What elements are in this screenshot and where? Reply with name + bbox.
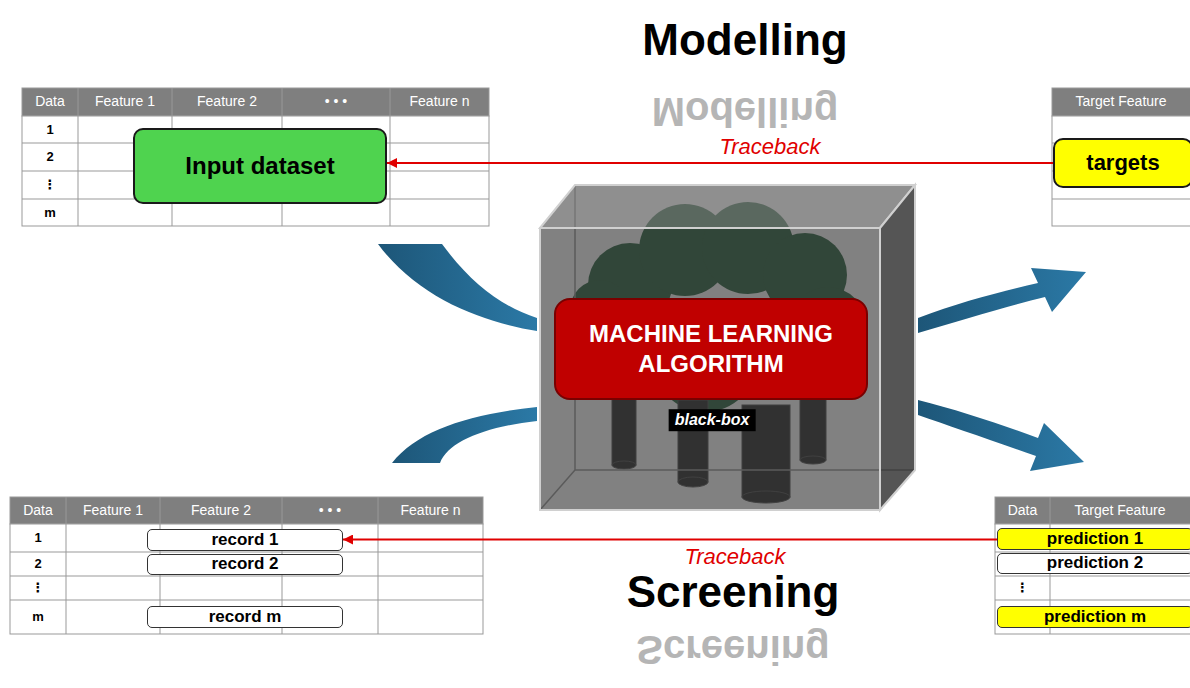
row-index: 1: [34, 531, 41, 545]
table-header: Feature 1: [83, 503, 143, 518]
input-dataset-box: Input dataset: [133, 128, 387, 204]
black-box-tag: black-box: [669, 409, 756, 431]
row-index: m: [32, 610, 44, 624]
row-index: m: [44, 205, 56, 219]
table-header: Feature 2: [197, 94, 257, 109]
prediction-box: prediction m: [997, 606, 1190, 628]
table-header: Feature n: [401, 503, 461, 518]
table-header: • • •: [319, 503, 341, 518]
section-title: Modelling: [642, 16, 847, 64]
table-header: Target Feature: [1074, 503, 1165, 518]
traceback-arrow: [343, 539, 997, 541]
title-reflection: Modelling: [652, 90, 839, 134]
record-box: record 1: [147, 529, 343, 551]
table-header: Feature 1: [95, 94, 155, 109]
traceback-arrow: [387, 162, 1053, 164]
input-table: [22, 88, 489, 226]
table-header: Data: [35, 94, 65, 109]
targets-box: targets: [1053, 138, 1190, 188]
node-text: prediction 2: [1047, 554, 1143, 573]
black-box-cube: [540, 185, 915, 510]
node-text: record 2: [211, 555, 278, 574]
table-header: Data: [23, 503, 53, 518]
title-reflection: Screening: [636, 628, 829, 672]
row-index: ⋮: [32, 581, 45, 595]
table-header: Feature n: [410, 94, 470, 109]
node-text: MACHINE LEARNING ALGORITHM: [566, 319, 856, 379]
records-table: [10, 497, 483, 634]
table-header: Data: [1008, 503, 1038, 518]
node-text: prediction m: [1044, 608, 1146, 627]
table-header: • • •: [325, 94, 347, 109]
row-index: ⋮: [44, 178, 57, 192]
node-text: Input dataset: [185, 152, 334, 180]
edge-label: Traceback: [715, 134, 824, 159]
prediction-box: prediction 1: [997, 528, 1190, 550]
table-header: Target Feature: [1075, 94, 1166, 109]
node-text: prediction 1: [1047, 530, 1143, 549]
prediction-box: prediction 2: [997, 553, 1190, 575]
algorithm-box: MACHINE LEARNING ALGORITHM: [554, 298, 868, 400]
row-index: 2: [34, 557, 41, 571]
section-title: Screening: [627, 568, 840, 616]
predictions-table: [995, 497, 1190, 634]
node-text: record 1: [211, 531, 278, 550]
record-box: record 2: [147, 554, 343, 576]
target-table: [1052, 88, 1190, 226]
record-box: record m: [147, 606, 343, 628]
node-text: record m: [209, 608, 282, 627]
row-index: 1: [46, 122, 53, 136]
row-index: 2: [46, 150, 53, 164]
row-index: ⋮: [1016, 581, 1029, 595]
table-header: Feature 2: [191, 503, 251, 518]
node-text: targets: [1086, 150, 1159, 176]
edge-label: Traceback: [680, 544, 789, 569]
